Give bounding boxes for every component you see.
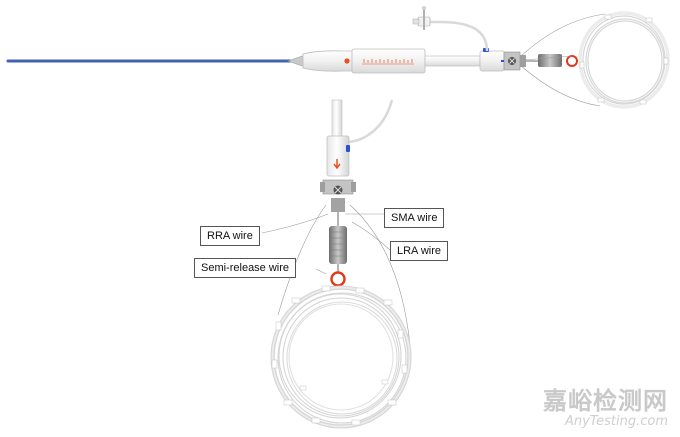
vertical-body	[326, 135, 350, 177]
watermark: 嘉峪检测网 AnyTesting.com	[543, 388, 668, 429]
sma-wire-label: SMA wire	[384, 208, 445, 228]
coupler	[538, 54, 562, 67]
handle-scale	[363, 59, 413, 63]
flush-tube	[428, 20, 489, 52]
coil-bottom	[270, 285, 412, 429]
main-handle	[351, 48, 426, 74]
rra-wire-label: RRA wire	[200, 226, 260, 246]
stopcock	[412, 6, 431, 30]
lra-wire-label: LRA wire	[390, 241, 449, 261]
coil-bottom-clips	[271, 285, 408, 426]
wires-top	[519, 13, 606, 107]
watermark-cn: 嘉峪检测网	[543, 387, 668, 415]
top-assembly	[6, 6, 670, 109]
ring-top	[566, 55, 578, 67]
watermark-en: AnyTesting.com	[564, 414, 668, 429]
bottom-assembly	[261, 99, 412, 429]
vertical-shaft	[331, 99, 343, 139]
orange-dot	[344, 58, 350, 64]
coil-top	[578, 11, 670, 109]
vertical-coupler	[329, 226, 347, 264]
flush-tube-lower	[345, 99, 394, 144]
orange-arrow	[333, 159, 341, 170]
coil-top-clips	[579, 14, 669, 105]
rear-shaft	[424, 55, 481, 67]
ring-bottom	[330, 271, 346, 287]
semi-release-wire-label: Semi-release wire	[194, 258, 297, 278]
blue-mark-lower	[346, 145, 350, 152]
wires-bottom	[261, 204, 411, 346]
catheter-tip	[287, 54, 306, 68]
rear-body	[479, 50, 505, 72]
